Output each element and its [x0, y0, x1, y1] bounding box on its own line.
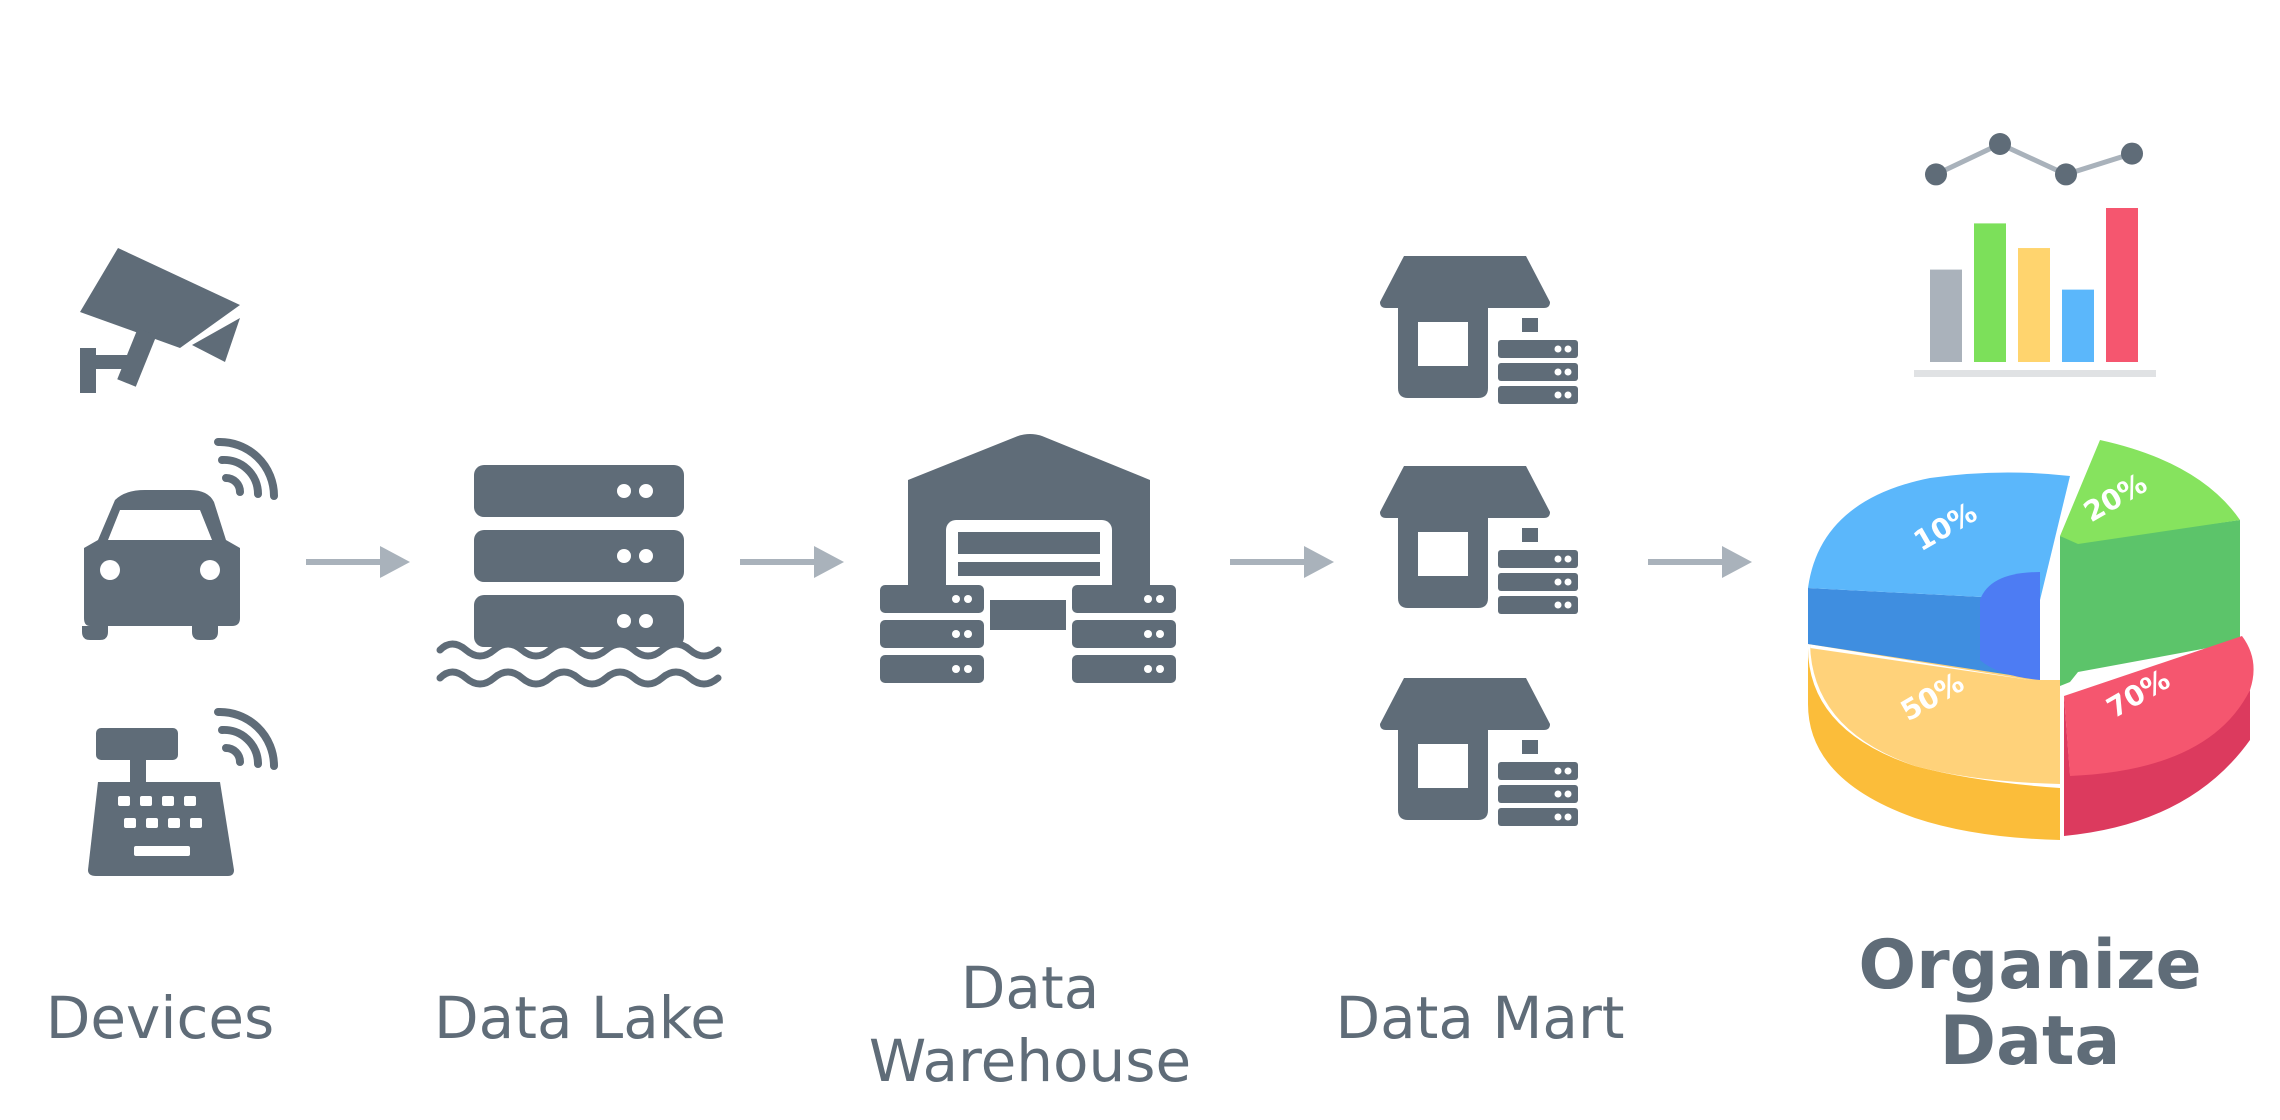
stage-label-data-warehouse: Data Warehouse	[868, 954, 1192, 1095]
flow-arrow-lake-to-warehouse	[740, 546, 844, 578]
flow-arrow-warehouse-to-mart	[1230, 546, 1334, 578]
stage-label-devices: Devices	[45, 984, 275, 1052]
mini-chart-bar	[2062, 289, 2094, 362]
server-stack-on-water-icon	[436, 465, 722, 688]
flow-arrow-mart-to-organize	[1648, 546, 1752, 578]
stage-label-data-lake: Data Lake	[434, 984, 726, 1052]
pie-slice-50	[1810, 644, 2060, 784]
connected-car-icon	[82, 437, 278, 640]
pie-slice-side	[1980, 572, 2040, 680]
warehouse-with-servers-icon	[880, 434, 1176, 683]
mini-chart-bar	[2018, 248, 2050, 362]
stage-label-data-mart: Data Mart	[1335, 984, 1625, 1052]
pie-chart-icon	[1807, 440, 2254, 840]
cash-register-icon	[88, 707, 278, 876]
mini-chart-point	[1925, 163, 1947, 186]
mini-chart-bar	[1974, 223, 2006, 362]
trend-line	[1934, 141, 2133, 178]
store-with-server-icon	[1380, 466, 1578, 614]
mini-chart-point	[1989, 133, 2011, 155]
pie-slice-10	[1808, 472, 2070, 600]
mini-chart-point	[2055, 163, 2077, 186]
security-camera-icon	[80, 248, 240, 393]
bar-line-chart-icon	[1914, 133, 2156, 377]
store-with-server-icon	[1380, 256, 1578, 404]
mini-chart-bar	[2106, 208, 2138, 362]
chart-baseline	[1914, 370, 2156, 377]
store-with-server-icon	[1380, 678, 1578, 826]
flow-arrow-devices-to-lake	[306, 546, 410, 578]
stage-label-organize-data: Organize Data	[1858, 926, 2202, 1082]
pie-slice-20	[2060, 440, 2240, 544]
pie-slice-side	[1807, 644, 2060, 840]
pie-slice-side	[2060, 520, 2240, 686]
pie-slice-side	[2064, 690, 2250, 836]
mini-chart-bar	[1930, 269, 1962, 362]
mini-chart-point	[2121, 142, 2143, 165]
pie-slice-70	[2064, 636, 2254, 776]
